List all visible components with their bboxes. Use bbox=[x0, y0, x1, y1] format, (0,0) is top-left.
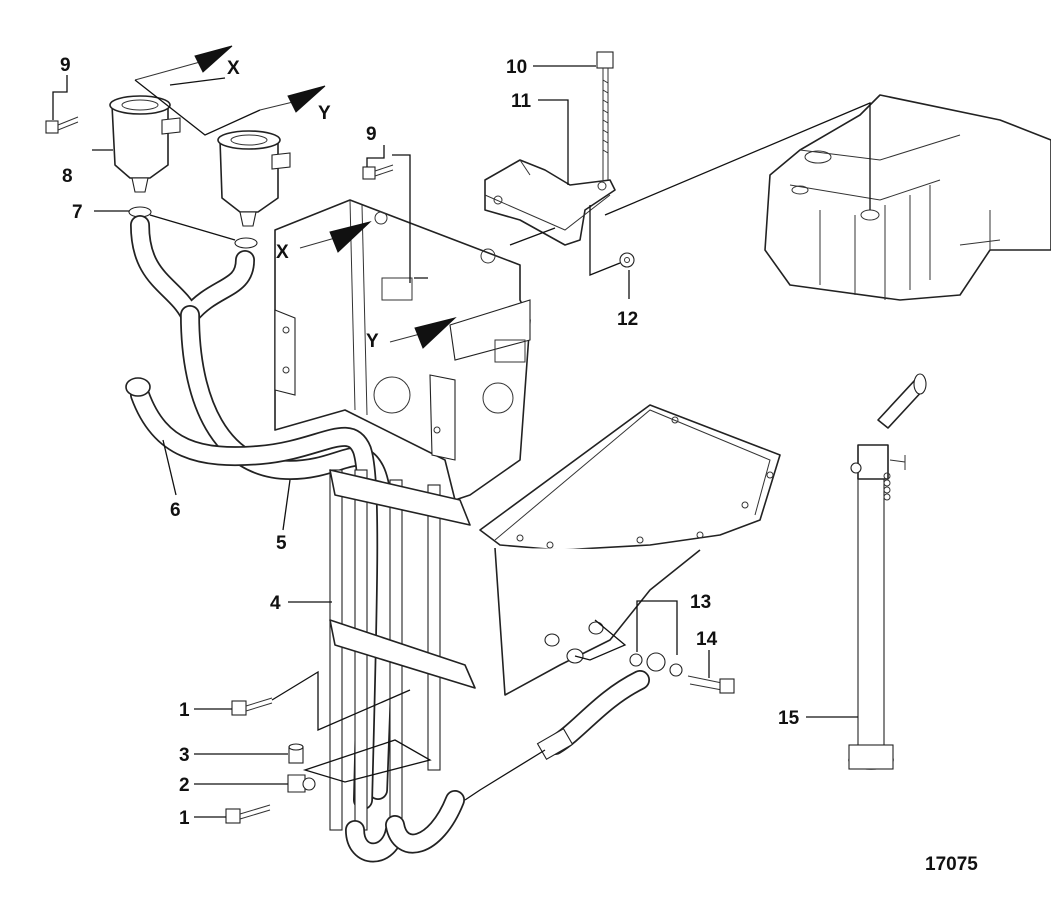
pickup-tubes-4 bbox=[329, 469, 476, 863]
callout-5: 5 bbox=[276, 533, 287, 554]
callout-13: 13 bbox=[690, 592, 711, 613]
screw-9-middle bbox=[362, 164, 394, 180]
spacer-3 bbox=[288, 743, 304, 764]
callout-9-left: 9 bbox=[60, 55, 71, 76]
callout-10: 10 bbox=[506, 57, 527, 78]
callout-2: 2 bbox=[179, 775, 190, 796]
filter-left bbox=[109, 95, 181, 193]
engine-block bbox=[764, 94, 1051, 301]
callout-12: 12 bbox=[617, 309, 638, 330]
mounting-plate bbox=[274, 199, 531, 501]
callout-1-lower: 1 bbox=[179, 808, 190, 829]
hand-pump bbox=[848, 373, 927, 770]
figure-number: 17075 bbox=[925, 854, 978, 875]
callout-14: 14 bbox=[696, 629, 718, 650]
leader-lines bbox=[52, 65, 871, 818]
oil-pan bbox=[479, 404, 781, 696]
callout-15: 15 bbox=[778, 708, 800, 729]
callout-6: 6 bbox=[170, 500, 181, 521]
screw-1-upper bbox=[231, 697, 273, 716]
bracket bbox=[484, 159, 616, 246]
label-y-plate: Y bbox=[366, 331, 379, 352]
callout-9-middle: 9 bbox=[366, 124, 377, 145]
bolt-14 bbox=[687, 675, 735, 694]
clamp-2 bbox=[287, 774, 316, 793]
callout-11: 11 bbox=[511, 91, 532, 112]
drain-hose bbox=[536, 648, 683, 761]
label-x-top: X bbox=[227, 58, 240, 79]
callout-1-upper: 1 bbox=[179, 700, 190, 721]
hose-5 bbox=[130, 215, 395, 800]
callout-3: 3 bbox=[179, 745, 190, 766]
label-y-top: Y bbox=[318, 103, 331, 124]
washer-12 bbox=[619, 252, 635, 268]
callout-4: 4 bbox=[270, 593, 281, 614]
callout-8: 8 bbox=[62, 166, 73, 187]
filter-right bbox=[217, 130, 291, 227]
callout-7: 7 bbox=[72, 202, 83, 223]
label-x-plate: X bbox=[276, 242, 289, 263]
y-arrow-top bbox=[259, 85, 326, 113]
y-arrow-plate bbox=[389, 317, 457, 349]
bolt-10 bbox=[596, 51, 614, 180]
x-arrow-plate bbox=[299, 221, 372, 253]
clamp-7 bbox=[128, 206, 258, 249]
screw-9-left bbox=[45, 116, 79, 134]
hose-6 bbox=[125, 377, 379, 810]
screw-1-lower bbox=[225, 804, 271, 824]
x-arrow-top bbox=[134, 45, 233, 81]
